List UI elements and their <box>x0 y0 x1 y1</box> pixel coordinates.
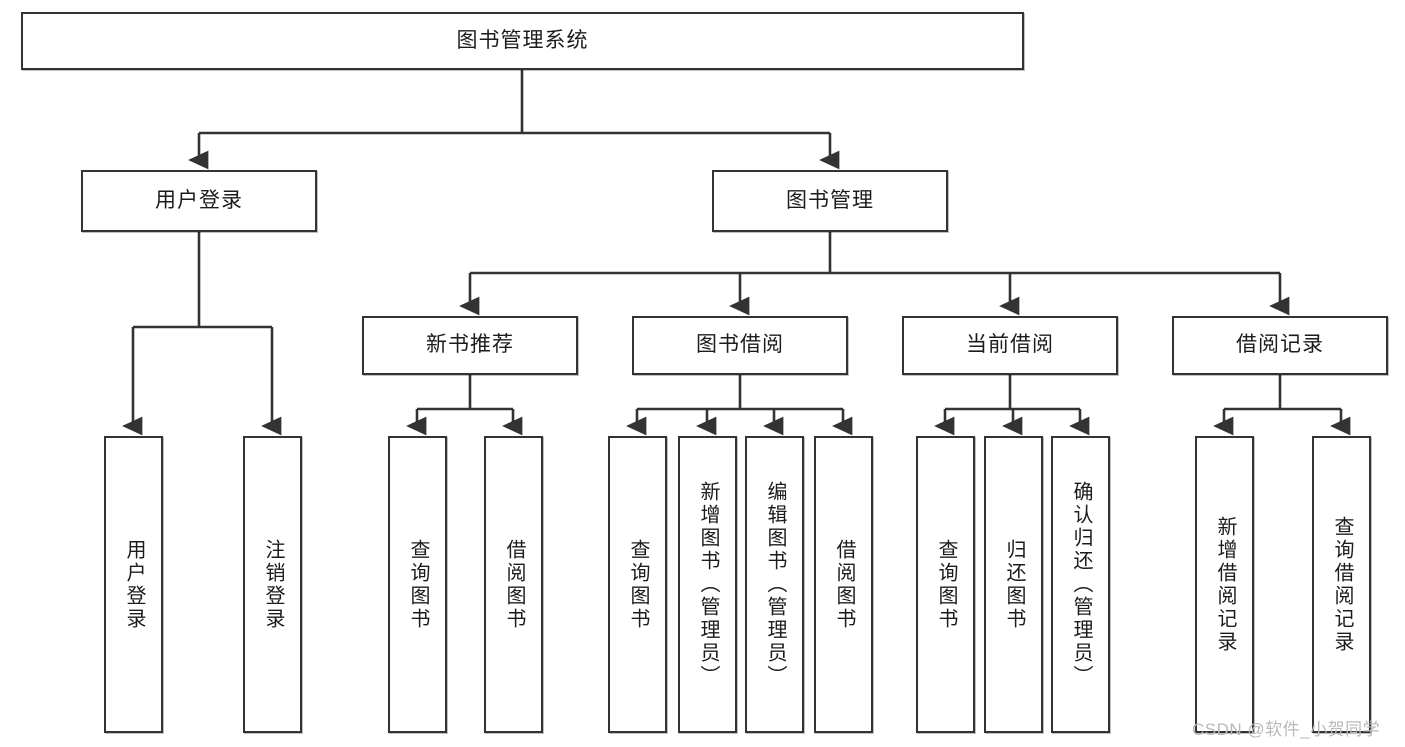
node-label: 借阅图书 <box>503 538 525 631</box>
leaf-query-borrow-record[interactable]: 查询借阅记录 <box>1312 436 1371 733</box>
node-label: 用户登录 <box>155 188 243 212</box>
node-label: 图书借阅 <box>696 333 784 357</box>
node-label: 当前借阅 <box>966 333 1054 357</box>
csdn-watermark: CSDN @软件_小贺同学 <box>1192 720 1381 739</box>
leaf-query-book-new-rec[interactable]: 查询图书 <box>388 436 447 733</box>
leaf-confirm-return[interactable]: 确认归还（管理员） <box>1051 436 1110 733</box>
node-label: 借阅图书 <box>833 538 855 631</box>
leaf-borrow-book[interactable]: 借阅图书 <box>814 436 873 733</box>
node-label: 确认归还（管理员） <box>1070 481 1092 688</box>
node-new-book-recommend[interactable]: 新书推荐 <box>362 316 578 375</box>
node-label: 注销登录 <box>262 538 284 631</box>
leaf-user-login[interactable]: 用户登录 <box>104 436 163 733</box>
node-root-system[interactable]: 图书管理系统 <box>21 12 1024 70</box>
node-label: 图书管理系统 <box>456 28 589 52</box>
node-user-login[interactable]: 用户登录 <box>81 170 317 232</box>
node-current-borrow[interactable]: 当前借阅 <box>902 316 1118 375</box>
node-label: 新增图书（管理员） <box>697 481 719 688</box>
node-label: 借阅记录 <box>1236 333 1324 357</box>
node-label: 图书管理 <box>786 188 874 212</box>
leaf-return-book[interactable]: 归还图书 <box>984 436 1043 733</box>
leaf-edit-book[interactable]: 编辑图书（管理员） <box>745 436 804 733</box>
node-label: 新书推荐 <box>426 333 514 357</box>
node-book-borrow[interactable]: 图书借阅 <box>632 316 848 375</box>
node-label: 查询图书 <box>627 538 649 631</box>
node-borrow-record[interactable]: 借阅记录 <box>1172 316 1388 375</box>
node-book-manage[interactable]: 图书管理 <box>712 170 948 232</box>
leaf-add-borrow-record[interactable]: 新增借阅记录 <box>1195 436 1254 733</box>
leaf-logout-login[interactable]: 注销登录 <box>243 436 302 733</box>
leaf-borrow-book-new-rec[interactable]: 借阅图书 <box>484 436 543 733</box>
leaf-query-book-borrow[interactable]: 查询图书 <box>608 436 667 733</box>
node-label: 查询借阅记录 <box>1331 515 1353 654</box>
node-label: 查询图书 <box>935 538 957 631</box>
node-label: 新增借阅记录 <box>1214 515 1236 654</box>
leaf-add-book[interactable]: 新增图书（管理员） <box>678 436 737 733</box>
node-label: 用户登录 <box>123 538 145 631</box>
node-label: 归还图书 <box>1003 538 1025 631</box>
leaf-query-book-current[interactable]: 查询图书 <box>916 436 975 733</box>
node-label: 编辑图书（管理员） <box>764 481 786 688</box>
node-label: 查询图书 <box>407 538 429 631</box>
